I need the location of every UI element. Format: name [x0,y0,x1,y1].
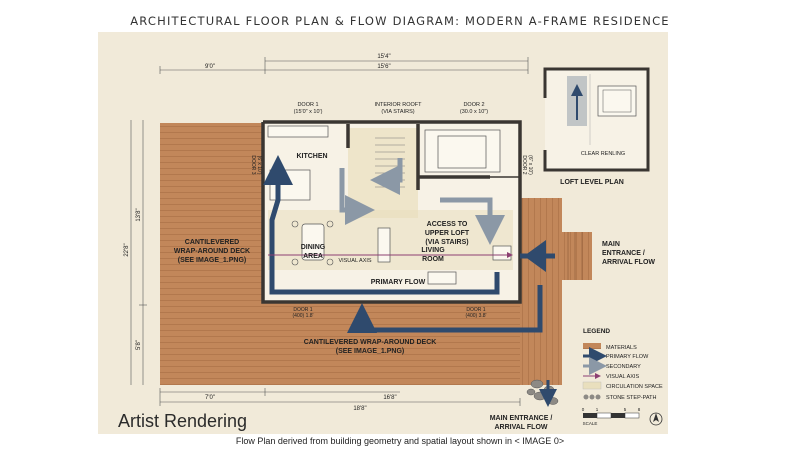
dim-bottom-total: 18'8" [353,406,366,412]
main-entrance-arrow [524,240,546,272]
legend-item-primary: PRIMARY FLOW [606,354,649,360]
dim-top-left: 9'0" [205,64,215,70]
legend-item-visual-axis: VISUAL AXIS [606,374,639,380]
label-deck-left-2: WRAP-AROUND DECK [174,248,250,255]
label-door2-side: DOOR 2 [521,155,527,174]
label-clear-renling: CLEAR RENLING [581,151,625,157]
label-door3: DOOR 3 [250,155,256,174]
label-interior-roof: INTERIOR ROOFT [374,102,422,108]
secondary-flow [339,158,505,245]
label-loft-level-plan: LOFT LEVEL PLAN [560,179,624,186]
dim-top-inner: 15'6" [377,64,390,70]
scale-tick-5: 5 [624,407,627,412]
legend-swatch-stone [583,394,601,400]
label-door2-side-size: (6" x 10') [527,155,533,175]
bottom-deck [160,303,520,385]
dim-bottom-mid: 16'8" [383,395,396,401]
label-door1-br: DOOR 1 [466,307,485,313]
label-deck-left-1: CANTILEVERED [185,239,239,246]
caption: Flow Plan derived from building geometry… [235,436,565,446]
label-door3-size: (6' x 10') [256,156,262,175]
label-entrance-right-2: ENTRANCE / [602,250,645,257]
label-access-via-stairs: (VIA STAIRS) [425,239,468,246]
label-living: LIVING [421,247,445,254]
legend: LEGEND MATERIALS PRIMARY FLOW SECONDARY … [582,328,663,401]
entry-steps [562,232,592,280]
legend-swatch-circulation [582,381,602,390]
legend-item-stone: STONE STEP-PATH [606,395,656,401]
legend-swatch-materials [583,343,601,349]
label-dining-area: AREA [303,253,323,260]
dim-left-total: 22'8" [124,243,130,256]
scale-tick-1: 1 [596,407,599,412]
artist-rendering-label: Artist Rendering [118,411,248,431]
dim-left-upper: 13'8" [136,208,142,221]
legend-item-materials: MATERIALS [606,345,637,351]
legend-item-circulation: CIRCULATION SPACE [606,384,663,390]
legend-title: LEGEND [583,328,610,335]
scale-tick-8: 8 [638,407,641,412]
label-door1-br-size: (400) 3.8' [466,313,487,319]
furniture [267,125,512,285]
label-door2-top-size: (30.0 x 10") [460,109,488,115]
dim-bottom-left: 7'0" [205,395,215,401]
loft-level-plan [543,67,650,172]
label-deck-bottom-2: (SEE IMAGE_1.PNG) [336,348,404,355]
label-deck-bottom-1: CANTILEVERED WRAP-AROUND DECK [304,339,437,346]
label-primary-flow: PRIMARY FLOW [371,279,426,286]
label-visual-axis: VISUAL AXIS [338,258,371,264]
label-kitchen: KITCHEN [296,153,327,160]
left-deck [160,123,263,303]
label-door1-top: DOOR 1 [297,102,318,108]
scale-tick-0: 0 [582,407,585,412]
label-entrance-right-3: ARRIVAL FLOW [602,259,655,266]
label-dining: DINING [301,244,326,251]
dim-left-lower: 5'8" [136,340,142,350]
label-via-stairs-top: (VIA STAIRS) [381,109,414,115]
scale-bar [583,412,640,419]
label-entrance-bottom-2: ARRIVAL FLOW [494,424,547,431]
label-door2-top: DOOR 2 [463,102,484,108]
north-arrow-icon [649,412,663,426]
label-door1-bl-size: (400) 1.8' [293,313,314,319]
label-living-room: ROOM [422,256,444,263]
dimension-lines [130,57,529,406]
label-door1-bl: DOOR 1 [293,307,312,313]
page-title: ARCHITECTURAL FLOOR PLAN & FLOW DIAGRAM:… [130,14,670,28]
walls [261,120,522,304]
label-door1-top-size: (15'0" x 10') [294,109,323,115]
label-entrance-bottom-1: MAIN ENTRANCE / [490,415,553,422]
label-deck-left-3: (SEE IMAGE_1.PNG) [178,257,246,264]
legend-item-secondary: SECONDARY [606,364,641,370]
scale-label: SCALE [583,421,598,426]
label-entrance-right-1: MAIN [602,241,620,248]
label-upper-loft: UPPER LOFT [425,230,470,237]
dim-top-outer: 15'4" [377,54,390,60]
label-access: ACCESS TO [427,221,468,228]
